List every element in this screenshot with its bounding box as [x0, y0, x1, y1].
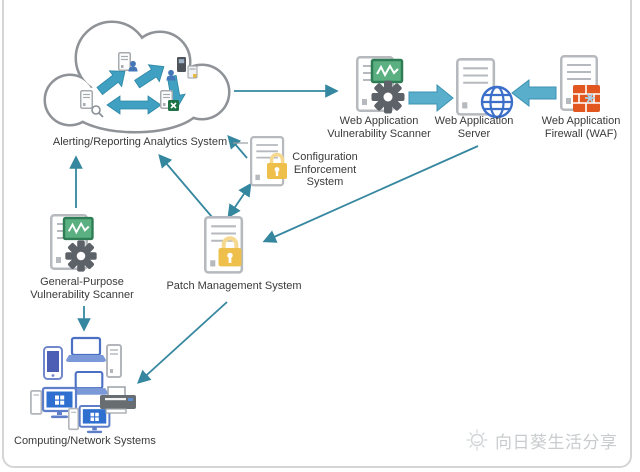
gear-icon: [371, 80, 405, 114]
gear-icon: [65, 240, 97, 272]
computing-label: Computing/Network Systems: [14, 435, 156, 447]
config-enforcement-icon: [249, 135, 289, 187]
connector-arrows: [69, 84, 479, 384]
thick-arrows: [408, 78, 557, 113]
web-vuln-scanner-icon: [356, 56, 405, 114]
small-server-icon: [106, 344, 122, 378]
cloud-label: Alerting/Reporting Analytics System: [52, 136, 228, 148]
web-server-icon: [456, 57, 514, 119]
waveform-monitor-icon: [62, 216, 94, 241]
phone-icon: [177, 57, 186, 72]
spreadsheet-icon: [167, 99, 180, 112]
gp-vuln-scanner-label: General-Purpose Vulnerability Scanner: [30, 276, 134, 301]
cloud-icon: [43, 20, 231, 134]
web-vuln-scanner-label: Web Application Vulnerability Scanner: [327, 115, 431, 140]
arrow-patch-config-double: [227, 182, 252, 219]
mini-server-icon: [80, 90, 93, 109]
config-enforcement-label: Configuration Enforcement System: [292, 151, 358, 188]
web-server-label: Web Application Server: [434, 115, 514, 140]
patch-mgmt-label: Patch Management System: [166, 280, 302, 292]
cloud-inner-icons: [80, 52, 198, 118]
waveform-monitor-icon: [370, 58, 404, 84]
arrow-webserver-to-patch: [262, 145, 479, 243]
gp-vuln-scanner-icon: [50, 214, 97, 272]
arrow-patch-to-computing: [137, 301, 228, 384]
block-arrow-waf-to-server: [511, 78, 557, 108]
waf-icon: [560, 55, 601, 113]
watermark-text: 向日葵生活分享: [495, 432, 618, 452]
sunflower-icon: [466, 429, 488, 451]
patch-mgmt-icon: [204, 216, 242, 274]
laptop-icon: [64, 336, 108, 364]
desktop-pc-icon: [67, 405, 111, 435]
smartphone-icon: [43, 346, 63, 380]
watermark: 向日葵生活分享: [464, 427, 618, 453]
cloud-cycle-arrows-icon: [93, 57, 188, 115]
firewall-brick-icon: [572, 84, 601, 113]
block-arrow-scanner-to-server: [408, 83, 454, 113]
arrow-config-to-cloud: [227, 134, 248, 159]
waf-label: Web Application Firewall (WAF): [541, 115, 621, 140]
calculator-icon: [187, 65, 198, 79]
arrow-patch-to-cloud: [158, 153, 213, 218]
mini-server-icon: [118, 52, 131, 71]
device-cluster-icon: [29, 336, 137, 435]
globe-icon: [480, 85, 514, 119]
